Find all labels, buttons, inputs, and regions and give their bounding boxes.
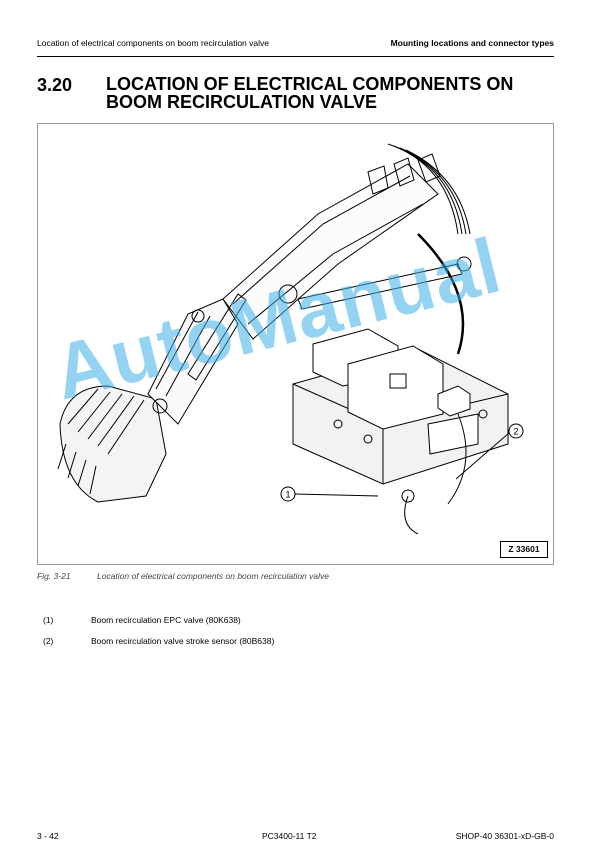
page-header-right: Mounting locations and connector types	[390, 38, 554, 48]
figure-caption: Fig. 3-21 Location of electrical componen…	[37, 571, 329, 581]
page-header-left: Location of electrical components on boo…	[37, 38, 269, 48]
legend-item: (1) Boom recirculation EPC valve (80K638)	[43, 615, 241, 625]
legend-text: Boom recirculation EPC valve (80K638)	[91, 615, 241, 625]
section-number: 3.20	[37, 75, 73, 95]
excavator-boom-illustration: 1 2	[57, 143, 524, 535]
section-title: LOCATION OF ELECTRICAL COMPONENTS ON BOO…	[106, 74, 514, 112]
figure-frame: 1 2 Z 33601	[37, 123, 554, 565]
footer-model: PC3400-11 T2	[262, 831, 317, 841]
callout-2: 2	[513, 427, 518, 437]
legend-text: Boom recirculation valve stroke sensor (…	[91, 636, 275, 646]
caption-number: Fig. 3-21	[37, 571, 71, 581]
legend-item: (2) Boom recirculation valve stroke senso…	[43, 636, 274, 646]
footer-page-number: 3 - 42	[37, 831, 59, 841]
legend-number: (1)	[43, 615, 54, 625]
header-rule	[37, 56, 554, 57]
figure-code-label: Z 33601	[500, 541, 548, 558]
footer-document-id: SHOP-40 36301-xD-GB-0	[455, 831, 554, 841]
callout-1: 1	[285, 490, 290, 500]
caption-text: Location of electrical components on boo…	[97, 571, 329, 581]
legend-number: (2)	[43, 636, 54, 646]
